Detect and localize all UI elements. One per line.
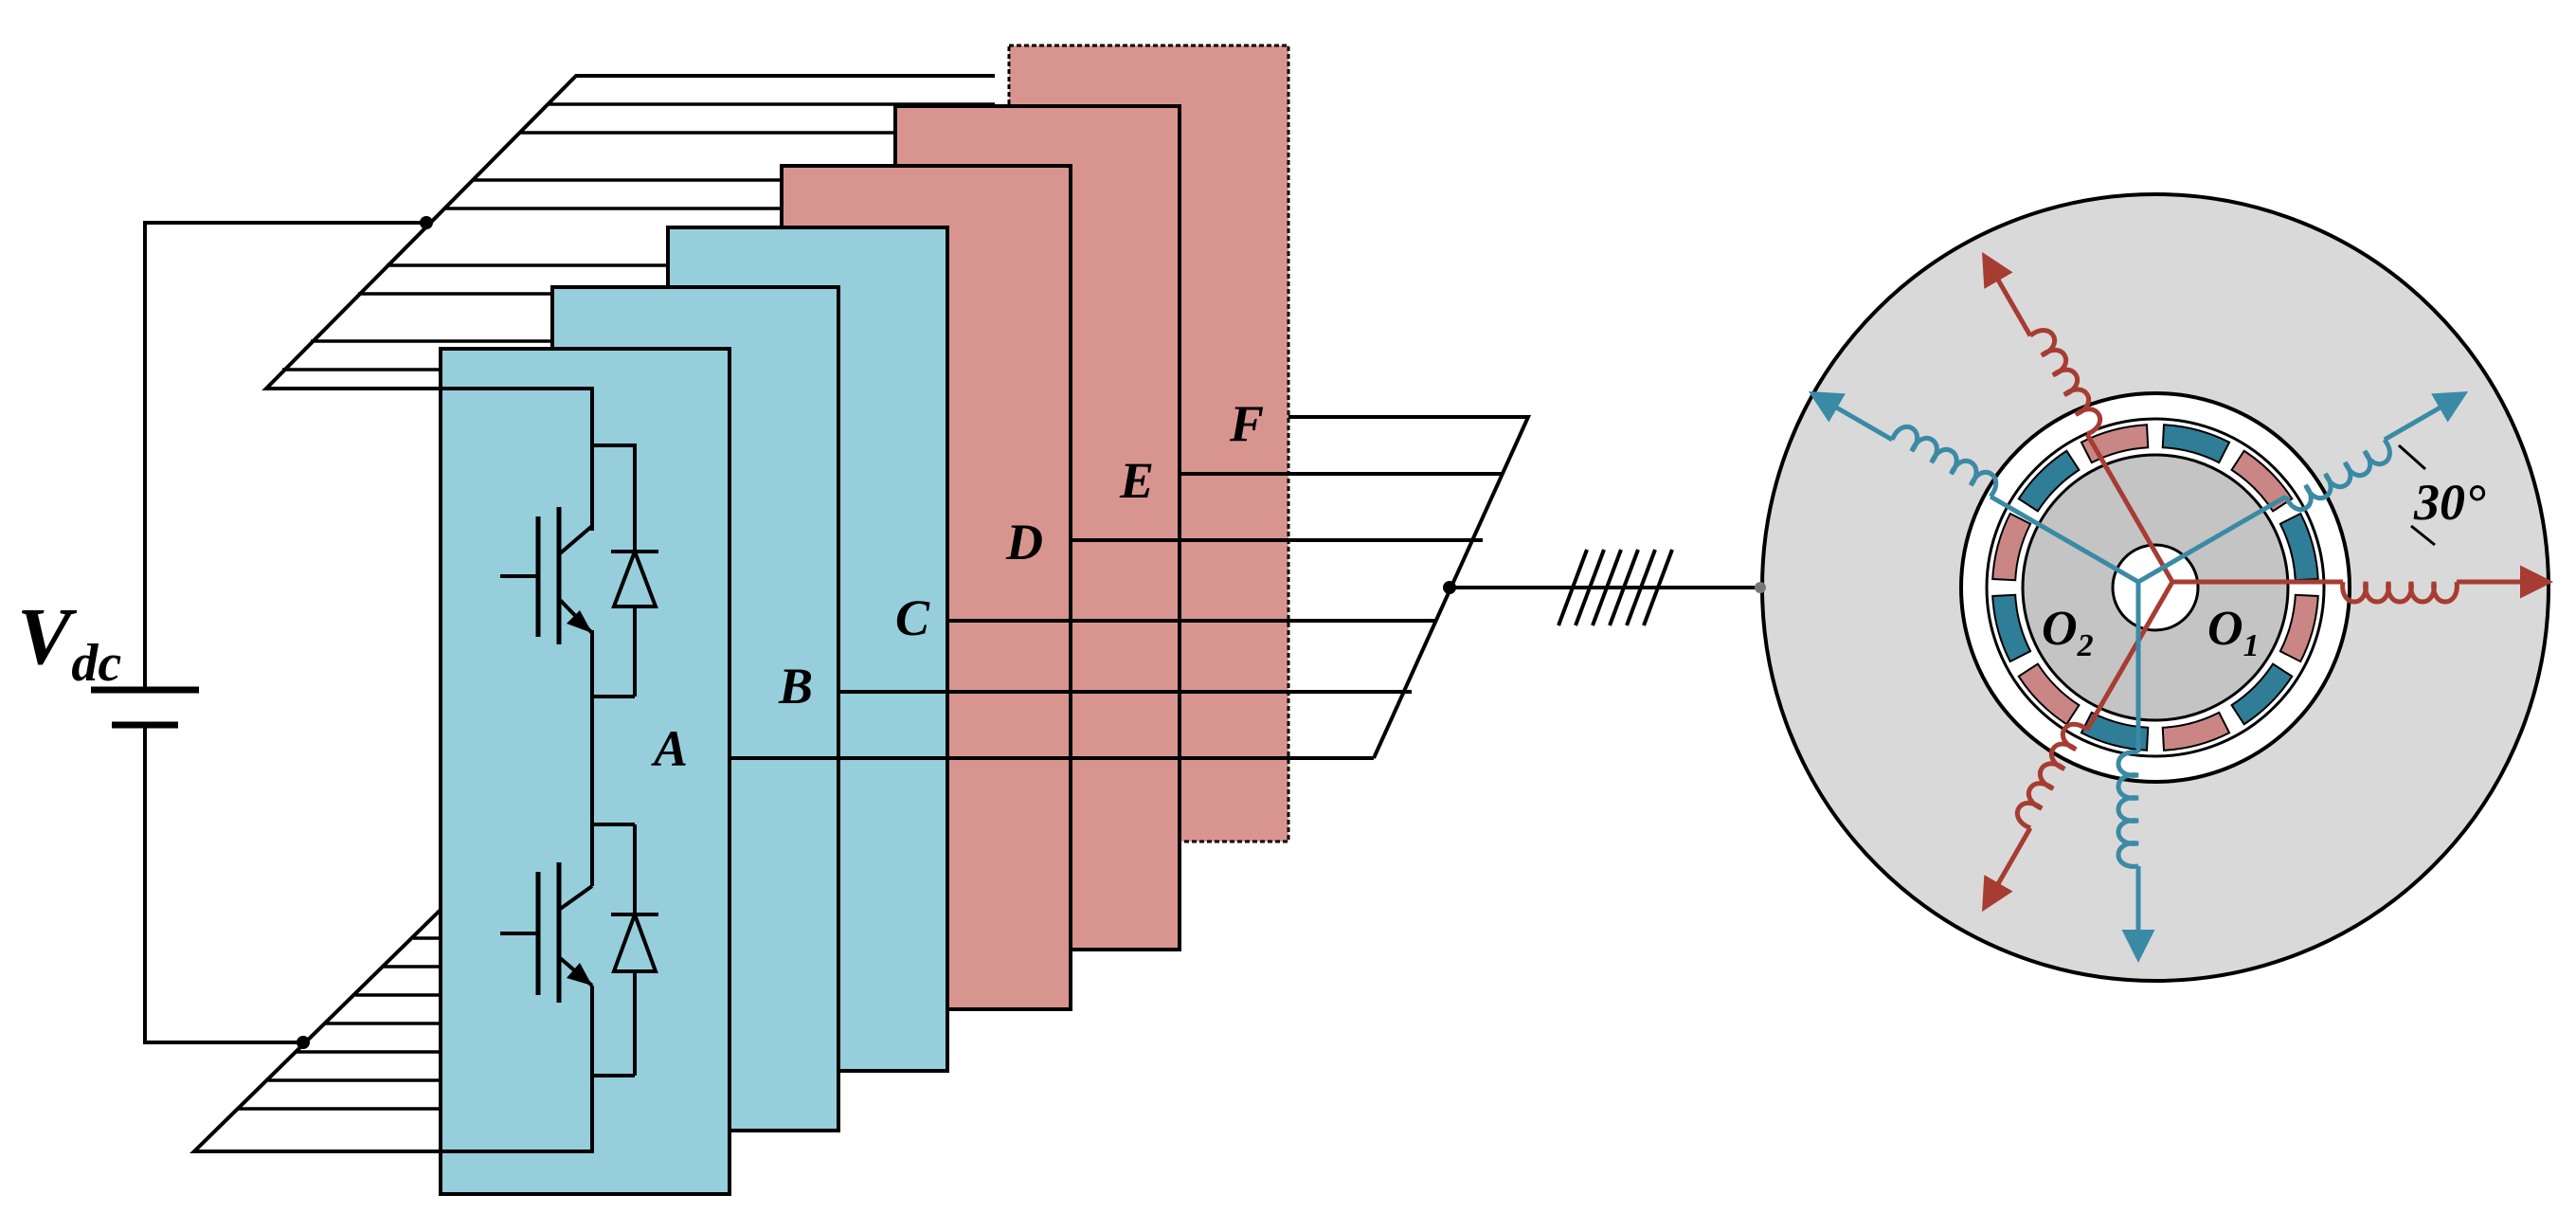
stator-slot	[2279, 512, 2319, 582]
phase-a-leg-circuit	[441, 387, 658, 1153]
inductor-icon	[2028, 328, 2103, 437]
six-phase-machine: O2 O1 30°	[1755, 192, 2553, 983]
stator-slot	[1991, 512, 2032, 582]
stator-slot	[1991, 593, 2032, 663]
o1-label: O1	[2207, 602, 2260, 663]
stator-slot	[2080, 711, 2150, 751]
vdc-label: Vdc	[17, 590, 121, 693]
angle-label: 30°	[2413, 474, 2486, 531]
dc-source: Vdc	[17, 216, 433, 1049]
stator-slot	[2161, 711, 2231, 751]
six-wire-bundle-mark	[1557, 549, 1674, 626]
phase-leg-a-panel	[439, 347, 731, 1196]
red-winding-axis	[1981, 580, 2175, 913]
stator-slot	[2017, 449, 2081, 513]
diode-icon	[611, 546, 658, 608]
angle-marker: 30°	[2398, 444, 2486, 547]
inductor-icon	[1889, 424, 1999, 498]
stator-slot	[2017, 662, 2081, 726]
phase-a-label: A	[651, 720, 688, 777]
stator-slot	[2161, 424, 2231, 464]
o2-label: O2	[2042, 602, 2094, 663]
bottom-dc-bus	[189, 908, 442, 1153]
red-winding-axis	[2172, 565, 2553, 605]
phase-c-label: C	[895, 589, 930, 646]
stator-slots	[1991, 424, 2319, 751]
inductor-icon	[2014, 721, 2089, 831]
stator-slot	[2230, 662, 2294, 726]
stator-slot	[2230, 449, 2294, 513]
winding-axes	[1808, 251, 2553, 963]
phase-e-label: E	[1119, 452, 1154, 509]
output-bus	[1288, 415, 1760, 759]
phase-d-label: D	[1005, 514, 1043, 570]
inductor-icon	[2340, 581, 2459, 605]
igbt-icon	[500, 862, 594, 1003]
shaft	[2111, 543, 2200, 632]
phase-b-label: B	[778, 658, 813, 715]
blue-winding-axis	[2136, 391, 2469, 585]
red-winding-axis	[1982, 251, 2175, 584]
stator-slot	[2279, 593, 2319, 663]
diode-icon	[611, 909, 658, 973]
blue-winding-axis	[1808, 391, 2140, 585]
inductor-icon	[2116, 750, 2139, 869]
phase-f-label: F	[1229, 395, 1264, 452]
battery-icon	[91, 686, 199, 729]
igbt-icon	[500, 507, 594, 644]
blue-winding-axis	[2116, 582, 2155, 963]
inductor-icon	[2283, 438, 2392, 513]
